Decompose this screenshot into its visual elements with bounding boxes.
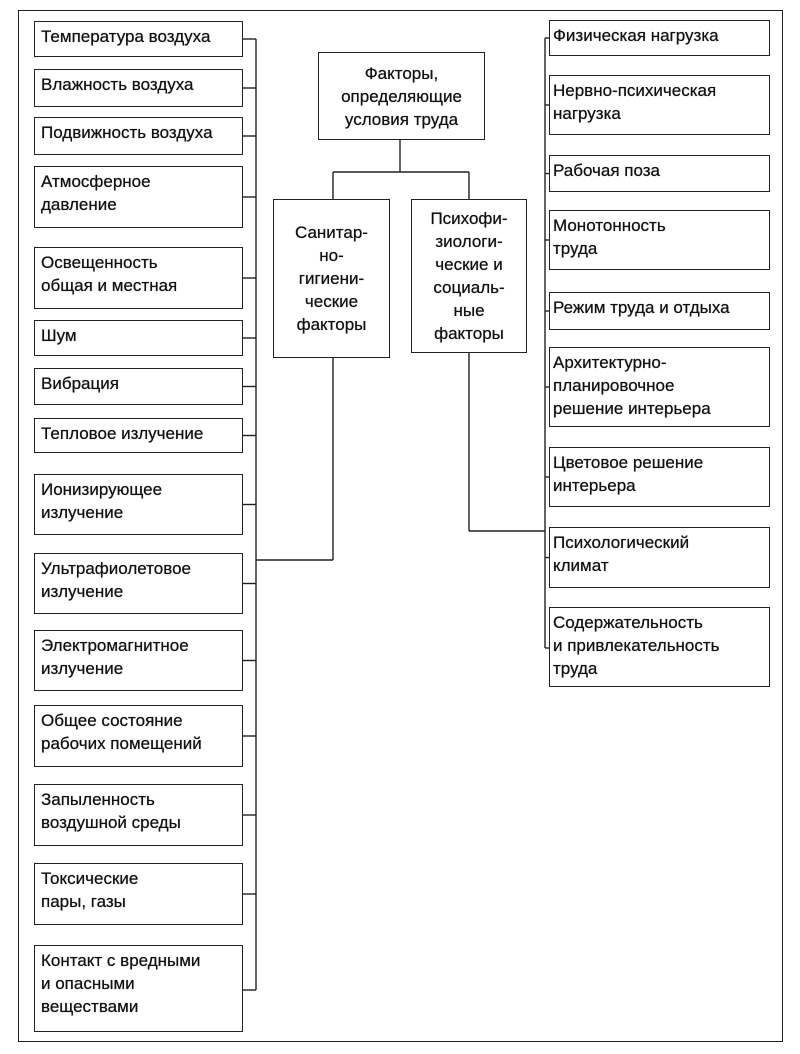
sanitary-factor-box: Токсические пары, газы: [34, 863, 243, 925]
factor-label: Температура воздуха: [41, 27, 211, 46]
category-label: Санитар- но- гигиени- ческие факторы: [295, 223, 368, 334]
factor-label: Нервно-психическая нагрузка: [553, 81, 717, 123]
sanitary-factor-box: Ионизирующее излучение: [34, 474, 243, 535]
factor-label: Подвижность воздуха: [41, 123, 213, 142]
sanitary-factor-box: Подвижность воздуха: [34, 117, 243, 155]
factor-label: Архитектурно- планировочное решение инте…: [553, 353, 711, 418]
psycho-factor-box: Архитектурно- планировочное решение инте…: [549, 347, 770, 427]
sanitary-factor-box: Шум: [34, 320, 243, 356]
factor-label: Вибрация: [41, 374, 119, 393]
psycho-factor-box: Психологический климат: [549, 527, 770, 588]
factor-label: Запыленность воздушной среды: [41, 790, 181, 832]
factor-label: Рабочая поза: [553, 161, 661, 180]
category-label: Психофи- зиологи- ческие и социаль- ные …: [430, 209, 508, 343]
factor-label: Монотонность труда: [553, 216, 666, 258]
factor-label: Токсические пары, газы: [41, 869, 139, 911]
psycho-factor-box: Монотонность труда: [549, 210, 770, 270]
sanitary-factor-box: Освещенность общая и местная: [34, 247, 243, 309]
category-sanitary: Санитар- но- гигиени- ческие факторы: [273, 199, 390, 358]
factor-label: Контакт с вредными и опасными веществами: [41, 951, 201, 1016]
sanitary-factor-box: Запыленность воздушной среды: [34, 784, 243, 846]
factor-label: Психологический климат: [553, 533, 690, 575]
diagram-frame: [18, 10, 783, 1042]
factor-label: Цветовое решение интерьера: [553, 453, 704, 495]
factor-label: Освещенность общая и местная: [41, 253, 178, 295]
psycho-factor-box: Физическая нагрузка: [549, 20, 770, 56]
psycho-factor-box: Режим труда и отдыха: [549, 292, 770, 330]
sanitary-factor-box: Тепловое излучение: [34, 418, 243, 453]
factor-label: Режим труда и отдыха: [553, 298, 730, 317]
sanitary-factor-box: Общее состояние рабочих помещений: [34, 705, 243, 767]
factor-label: Тепловое излучение: [41, 424, 204, 443]
factor-label: Содержательность и привлекательность тру…: [553, 613, 720, 678]
factor-label: Влажность воздуха: [41, 75, 194, 94]
sanitary-factor-box: Влажность воздуха: [34, 69, 243, 107]
psycho-factor-box: Нервно-психическая нагрузка: [549, 75, 770, 135]
factor-label: Электромагнитное излучение: [41, 636, 189, 678]
sanitary-factor-box: Температура воздуха: [34, 21, 243, 57]
factor-label: Шум: [41, 326, 77, 345]
sanitary-factor-box: Электромагнитное излучение: [34, 630, 243, 691]
factor-label: Атмосферное давление: [41, 172, 151, 214]
sanitary-factor-box: Вибрация: [34, 368, 243, 405]
sanitary-factor-box: Ультрафиолетовое излучение: [34, 553, 243, 614]
psycho-factor-box: Цветовое решение интерьера: [549, 447, 770, 507]
psycho-factor-box: Рабочая поза: [549, 155, 770, 192]
psycho-factor-box: Содержательность и привлекательность тру…: [549, 607, 770, 687]
category-psychophysiological: Психофи- зиологи- ческие и социаль- ные …: [411, 199, 527, 353]
factor-label: Физическая нагрузка: [553, 26, 719, 45]
factor-label: Общее состояние рабочих помещений: [41, 711, 202, 753]
root-node: Факторы, определяющие условия труда: [318, 52, 485, 140]
factor-label: Ультрафиолетовое излучение: [41, 559, 191, 601]
root-label: Факторы, определяющие условия труда: [341, 63, 462, 129]
sanitary-factor-box: Контакт с вредными и опасными веществами: [34, 945, 243, 1032]
factor-label: Ионизирующее излучение: [41, 480, 163, 522]
sanitary-factor-box: Атмосферное давление: [34, 166, 243, 228]
